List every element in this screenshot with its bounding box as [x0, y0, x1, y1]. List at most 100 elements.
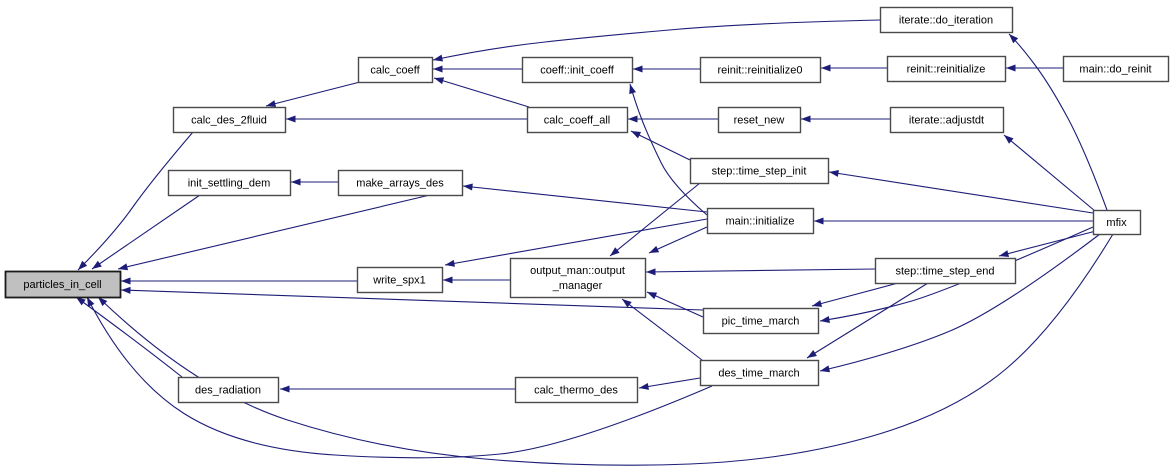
edge-main_do_reinit-reinit_reinitialize	[1006, 64, 1063, 72]
edge-make_arrays_des-init_settling_dem	[291, 178, 338, 186]
edge-line	[1008, 33, 1108, 211]
node-label: _manager	[552, 280, 603, 292]
node-box[interactable]	[337, 169, 464, 197]
edge-iterate_adjustdt-reset_new	[801, 115, 890, 123]
node-calc_coeff_all[interactable]: calc_coeff_all	[526, 106, 629, 134]
node-reinit_reinitialize0[interactable]: reinit::reinitialize0	[699, 56, 822, 84]
node-output_manager[interactable]: output_man::output_manager	[509, 257, 647, 299]
arrowhead-icon	[280, 385, 290, 393]
node-calc_thermo_des[interactable]: calc_thermo_des	[514, 376, 639, 404]
node-calc_des_2fluid[interactable]: calc_des_2fluid	[172, 106, 287, 134]
node-make_arrays_des[interactable]: make_arrays_des	[337, 169, 464, 197]
node-box[interactable]	[177, 376, 280, 404]
node-mfix[interactable]: mfix	[1092, 209, 1142, 236]
node-box[interactable]	[509, 257, 647, 299]
node-box[interactable]	[889, 106, 1005, 134]
edge-step_time_step_init-calc_coeff_all	[630, 130, 691, 161]
highlighted-node-box[interactable]	[4, 270, 122, 299]
node-label: step::time_step_init	[712, 166, 807, 178]
node-box[interactable]	[1092, 209, 1142, 236]
node-box[interactable]	[514, 376, 639, 404]
arrowhead-icon	[118, 263, 129, 271]
arrowhead-icon	[98, 297, 108, 307]
arrowhead-icon	[807, 350, 817, 358]
edge-mfix-pic_time_march	[819, 226, 1094, 323]
arrowhead-icon	[812, 300, 823, 307]
arrowhead-icon	[647, 292, 658, 300]
node-label: write_spx1	[372, 275, 426, 287]
edge-iterate_do_iteration-calc_coeff	[432, 19, 881, 62]
node-particles_in_cell[interactable]: particles_in_cell	[4, 270, 122, 299]
node-pic_time_march[interactable]: pic_time_march	[702, 307, 820, 335]
edge-reset_new-calc_coeff_all	[628, 115, 718, 123]
arrowhead-icon	[821, 64, 831, 72]
node-iterate_do_iteration[interactable]: iterate::do_iteration	[879, 6, 1014, 34]
node-box[interactable]	[521, 56, 634, 84]
node-des_radiation[interactable]: des_radiation	[177, 376, 280, 404]
arrowhead-icon	[610, 247, 620, 256]
node-step_time_step_end[interactable]: step::time_step_end	[874, 257, 1017, 285]
arrowhead-icon	[629, 84, 636, 95]
arrowhead-icon	[628, 115, 638, 123]
arrowhead-icon	[1009, 34, 1019, 44]
node-coeff_init_coeff[interactable]: coeff::init_coeff	[521, 56, 634, 84]
node-step_time_step_init[interactable]: step::time_step_init	[689, 157, 830, 185]
node-label: make_arrays_des	[356, 178, 444, 190]
edge-line	[638, 377, 701, 389]
node-box[interactable]	[879, 6, 1014, 34]
edge-line	[998, 230, 1097, 257]
node-box[interactable]	[689, 157, 830, 185]
arrowhead-icon	[443, 276, 453, 284]
edge-line	[819, 226, 1094, 322]
node-box[interactable]	[706, 207, 815, 235]
node-init_settling_dem[interactable]: init_settling_dem	[167, 169, 292, 197]
node-label: iterate::do_iteration	[899, 15, 993, 27]
node-iterate_adjustdt[interactable]: iterate::adjustdt	[889, 106, 1005, 134]
node-label: pic_time_march	[722, 316, 800, 328]
edge-line	[806, 282, 929, 359]
node-box[interactable]	[886, 55, 1007, 83]
node-write_spx1[interactable]: write_spx1	[356, 266, 444, 294]
node-label: coeff::init_coeff	[540, 65, 615, 77]
arrowhead-icon	[622, 299, 632, 308]
edge-des_time_march-particles_in_cell	[86, 296, 713, 459]
arrowhead-icon	[76, 297, 86, 306]
node-label: step::time_step_end	[895, 266, 994, 278]
arrowhead-icon	[92, 260, 102, 269]
node-box[interactable]	[874, 257, 1017, 285]
arrowhead-icon	[1004, 135, 1014, 144]
edge-step_time_step_end-des_time_march	[806, 282, 929, 359]
node-box[interactable]	[356, 266, 444, 294]
arrowhead-icon	[291, 178, 301, 186]
node-reinit_reinitialize[interactable]: reinit::reinitialize	[886, 55, 1007, 83]
node-des_time_march[interactable]: des_time_march	[699, 359, 820, 387]
edge-des_time_march-calc_thermo_des	[638, 377, 701, 390]
edge-calc_coeff_all-calc_des_2fluid	[286, 115, 527, 123]
node-main_do_reinit[interactable]: main::do_reinit	[1062, 55, 1170, 83]
node-box[interactable]	[717, 106, 802, 134]
arrowhead-icon	[649, 245, 660, 253]
node-box[interactable]	[699, 56, 822, 84]
arrowhead-icon	[1006, 64, 1016, 72]
edge-mfix-des_time_march	[819, 233, 1101, 373]
node-box[interactable]	[1062, 55, 1170, 83]
edge-line	[432, 19, 881, 61]
node-label: des_radiation	[195, 385, 261, 397]
node-box[interactable]	[526, 106, 629, 134]
node-box[interactable]	[702, 307, 820, 335]
edge-coeff_init_coeff-calc_coeff	[433, 65, 522, 73]
node-main_initialize[interactable]: main::initialize	[706, 207, 815, 235]
edge-line	[609, 182, 701, 257]
edge-line	[75, 296, 183, 378]
node-calc_coeff[interactable]: calc_coeff	[357, 56, 434, 84]
node-reset_new[interactable]: reset_new	[717, 106, 802, 134]
node-label: main::do_reinit	[1079, 64, 1151, 76]
arrowhead-icon	[433, 65, 443, 73]
node-box[interactable]	[172, 106, 287, 134]
edge-step_time_step_end-pic_time_march	[811, 282, 899, 307]
edge-main_initialize-coeff_init_coeff	[629, 83, 708, 216]
edge-line	[646, 291, 704, 318]
node-box[interactable]	[167, 169, 292, 197]
node-box[interactable]	[357, 56, 434, 84]
node-box[interactable]	[699, 359, 820, 387]
